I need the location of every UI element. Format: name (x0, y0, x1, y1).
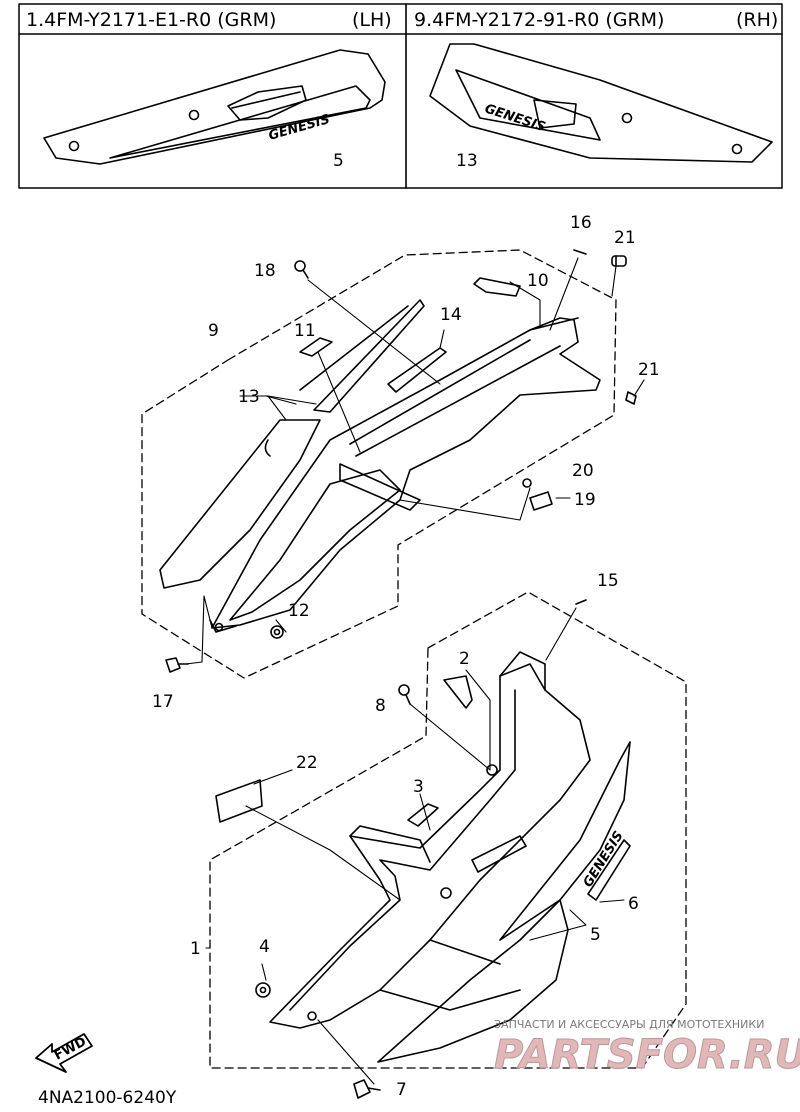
part-17-screw (165, 657, 189, 673)
lh-part-number: 1.4FM-Y2171-E1-R0 (GRM) (26, 9, 276, 31)
callout-11: 11 (294, 321, 316, 341)
callout-18: 18 (254, 261, 276, 281)
rh-side-cover-decal (429, 43, 773, 163)
lower-leader-lines (205, 607, 625, 1085)
callout-4: 4 (259, 937, 270, 957)
part-11-pad (299, 337, 333, 357)
upper-assembly-boundary (141, 249, 617, 679)
rh-side-label: (RH) (736, 9, 778, 31)
upper-trim-strip (313, 299, 425, 413)
part-4-grommet (255, 982, 271, 998)
callout-3: 3 (413, 777, 424, 797)
callout-2: 2 (459, 649, 470, 669)
callout-5-lower: 5 (590, 925, 601, 945)
callout-6: 6 (628, 894, 639, 914)
watermark-logo: PARTSFOR.RU (494, 1032, 800, 1078)
part-20-nut (522, 478, 532, 488)
rh-part-number: 9.4FM-Y2172-91-R0 (GRM) (414, 9, 664, 31)
part-15-clip (575, 599, 587, 605)
lh-side-cover-decal (43, 49, 386, 165)
callout-9: 9 (208, 321, 219, 341)
part-8-bolt (398, 684, 411, 705)
callout-labels: 5 13 16 21 18 10 11 14 9 21 13 20 19 15 … (152, 151, 660, 1100)
callout-14: 14 (440, 305, 462, 325)
callout-5-lh: 5 (333, 151, 344, 171)
lower-trim-strip (471, 835, 527, 873)
watermark-tagline: ЗАПЧАСТИ И АКСЕССУАРЫ ДЛЯ МОТОТЕХНИКИ (494, 1018, 764, 1031)
header-panel (18, 3, 783, 189)
part-2-strip (443, 675, 473, 709)
callout-13-leader (239, 395, 317, 421)
fwd-arrow-icon: FWD (35, 1033, 93, 1073)
part-3-pad (407, 803, 439, 827)
callout-13-upper: 13 (238, 387, 260, 407)
lower-emblem: GENESIS (581, 829, 627, 890)
part-18-bolt (294, 260, 309, 279)
lower-assembly-boundary (209, 591, 687, 1069)
upper-leader-lines (185, 257, 645, 665)
callout-12: 12 (288, 601, 310, 621)
callout-20: 20 (572, 461, 594, 481)
callout-7: 7 (396, 1080, 407, 1100)
callout-15: 15 (597, 571, 619, 591)
upper-decal-13 (159, 419, 321, 589)
watermark: ЗАПЧАСТИ И АКСЕССУАРЫ ДЛЯ МОТОТЕХНИКИ PA… (494, 1018, 800, 1079)
diagram-code: 4NA2100-6240Y (38, 1088, 177, 1108)
callout-1: 1 (190, 939, 201, 959)
lh-side-label: (LH) (352, 9, 392, 31)
upper-side-cover (209, 305, 601, 633)
part-21-lower-grommet (625, 391, 637, 405)
callout-8: 8 (375, 696, 386, 716)
callout-10: 10 (527, 271, 549, 291)
callout-16: 16 (570, 213, 592, 233)
lower-decal-strip (499, 741, 631, 941)
callout-13-rh: 13 (456, 151, 478, 171)
part-10-strip (473, 277, 521, 297)
lower-side-cover (269, 651, 591, 1029)
part-19-bracket (529, 491, 553, 511)
part-16-clip (573, 249, 587, 255)
rh-emblem: GENESIS (483, 102, 547, 136)
lh-emblem: GENESIS (267, 112, 332, 144)
callout-17: 17 (152, 692, 174, 712)
callout-21-top: 21 (614, 228, 636, 248)
part-14-strip (387, 347, 447, 393)
part-12-grommet (270, 625, 284, 639)
part-7-screw (353, 1079, 381, 1099)
callout-21-lower: 21 (638, 360, 660, 380)
callout-19: 19 (574, 490, 596, 510)
part-6-decal (587, 839, 631, 901)
part-21-top-grommet (611, 255, 627, 267)
part-22-label (215, 779, 263, 823)
callout-22: 22 (296, 753, 318, 773)
